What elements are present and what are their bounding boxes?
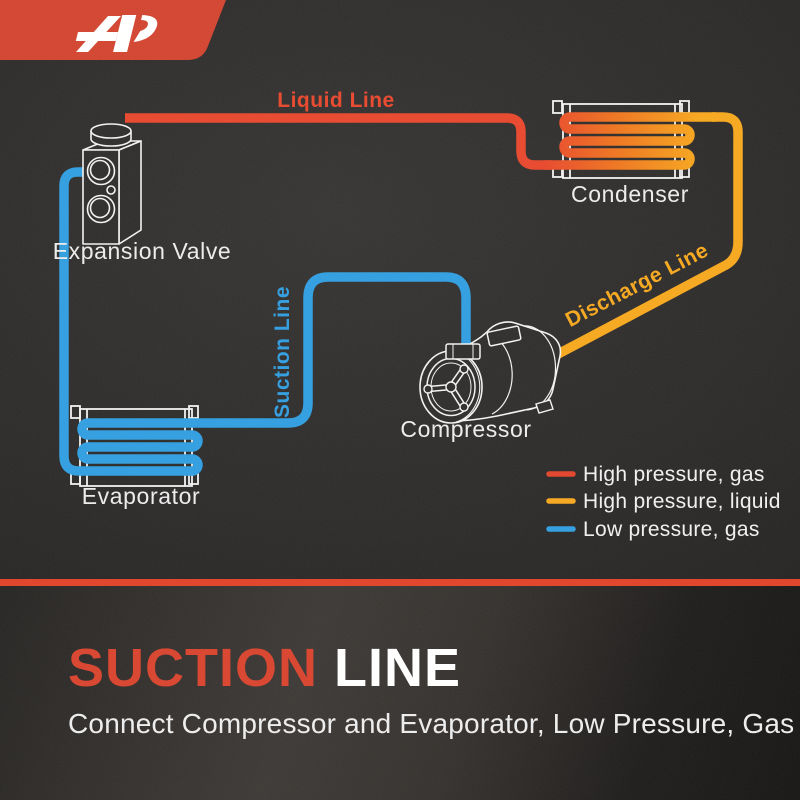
banner-title-primary: SUCTION [68,638,318,698]
expansion-valve-drawing [82,123,142,245]
brand-banner-shape [0,0,226,60]
legend-item: High pressure, liquid [546,490,781,513]
banner-title: SUCTION LINE [68,638,778,698]
condenser-label: Condenser [571,181,689,207]
expansion-valve-label: Expansion Valve [53,238,232,264]
liquid-line-pipe [125,113,552,170]
banner-subtitle: Connect Compressor and Evaporator, Low P… [68,708,795,740]
legend: High pressure, gas High pressure, liquid… [546,463,781,541]
legend-label-high-pressure-liquid: High pressure, liquid [583,490,781,513]
brand-banner [0,0,226,60]
compressor-drawing [419,321,562,424]
ac-system-diagram: Liquid Line Suction Line Discharge Line … [0,0,781,541]
bottom-banner: SUCTION LINE Connect Compressor and Evapo… [68,638,795,740]
evaporator-label: Evaporator [82,483,201,509]
suction-line-label: Suction Line [271,286,294,418]
legend-item: Low pressure, gas [546,518,760,541]
banner-title-secondary: LINE [334,638,462,698]
liquid-line-label: Liquid Line [277,89,394,112]
legend-label-high-pressure-gas: High pressure, gas [583,463,765,486]
red-divider-bar [0,579,800,586]
legend-item: High pressure, gas [546,463,765,486]
legend-label-low-pressure-gas: Low pressure, gas [583,518,760,541]
compressor-label: Compressor [400,416,531,442]
